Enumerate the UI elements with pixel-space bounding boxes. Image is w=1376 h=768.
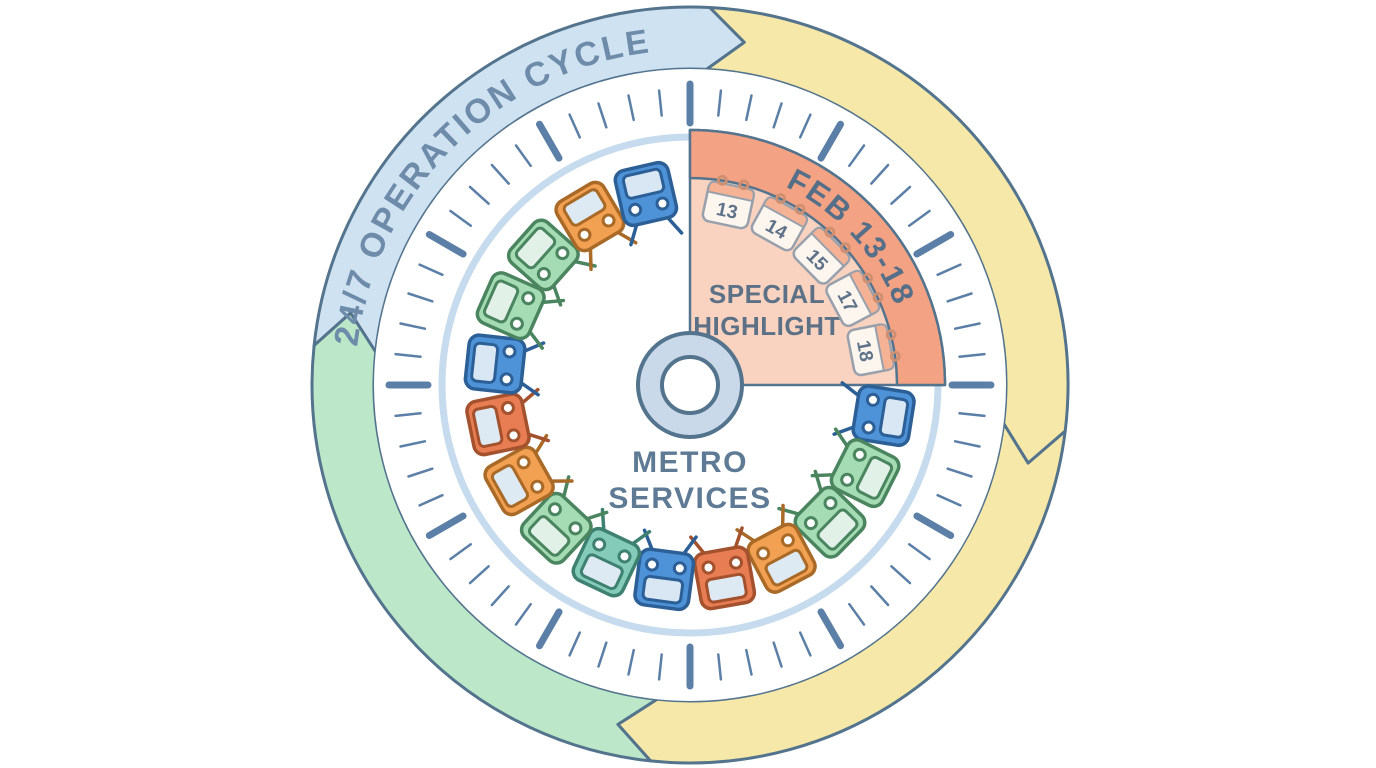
calendar-date: 18 (852, 339, 877, 364)
minor-tick (717, 653, 723, 681)
wedge-title-line1: SPECIAL (709, 279, 825, 309)
minor-tick (798, 631, 812, 657)
minor-tick (953, 322, 981, 330)
train-icon-green (777, 469, 867, 559)
train-icon-amber (483, 433, 574, 517)
major-tick (913, 512, 955, 539)
minor-tick (936, 493, 962, 507)
calendar-icon-15: 15 (792, 226, 851, 285)
train-icon-green (506, 218, 597, 307)
train-icon-amber (554, 180, 638, 272)
major-tick (536, 120, 563, 162)
pantograph-icon (629, 215, 684, 247)
minor-tick (568, 631, 582, 657)
major-tick (913, 231, 955, 258)
binder-ring-icon (872, 292, 884, 303)
minor-tick (870, 585, 890, 607)
minor-tick (568, 113, 582, 139)
calendar-icon-18: 18 (846, 323, 901, 377)
train-icon-red (465, 387, 551, 457)
minor-tick (394, 412, 422, 418)
binder-ring-icon (885, 329, 897, 341)
major-tick (817, 608, 844, 650)
minor-tick (890, 565, 912, 585)
minor-tick (772, 641, 783, 668)
train-icon-green (810, 427, 901, 509)
calendar-icon-17: 17 (825, 269, 884, 328)
train-icon-red (689, 526, 757, 611)
train-icon-green (519, 475, 609, 565)
center-label-line2: SERVICES (608, 482, 771, 515)
minor-tick (946, 292, 973, 303)
binder-ring-icon (716, 174, 728, 186)
minor-tick (745, 94, 753, 122)
minor-tick (848, 144, 866, 168)
minor-tick (958, 352, 986, 358)
center-hub (636, 331, 744, 439)
minor-tick (627, 94, 635, 122)
train-icon-teal (571, 507, 652, 598)
minor-tick (468, 565, 490, 585)
minor-tick (657, 653, 663, 681)
minor-tick (514, 144, 532, 168)
train-icon-amber (735, 503, 817, 594)
minor-tick (399, 440, 427, 448)
minor-tick (870, 163, 890, 185)
train-icon-blue (613, 160, 684, 247)
minor-tick (772, 102, 783, 129)
minor-tick (597, 641, 608, 668)
minor-tick (958, 412, 986, 418)
tick-marks (385, 80, 995, 690)
minor-tick (449, 543, 473, 561)
binder-ring-icon (889, 350, 901, 362)
minor-tick (394, 352, 422, 358)
major-tick (425, 231, 467, 258)
minor-tick (798, 113, 812, 139)
binder-ring-icon (738, 179, 750, 191)
minor-tick (418, 263, 444, 277)
major-tick (817, 120, 844, 162)
minor-tick (717, 89, 723, 117)
wedge-title-line2: HIGHLIGHT (693, 311, 841, 341)
calendar-icon-13: 13 (701, 174, 755, 230)
minor-tick (627, 648, 635, 676)
minor-tick (657, 89, 663, 117)
minor-tick (514, 602, 532, 626)
major-tick (425, 512, 467, 539)
wedge-date-band (688, 128, 947, 387)
minor-tick (597, 102, 608, 129)
minor-tick (399, 322, 427, 330)
minor-tick (953, 440, 981, 448)
hub-center (660, 355, 720, 415)
center-label-line1: METRO (632, 446, 748, 479)
minor-tick (745, 648, 753, 676)
minor-tick (407, 292, 434, 303)
train-icons (463, 160, 916, 612)
minor-tick (907, 543, 931, 561)
binder-ring-icon (824, 226, 836, 238)
minor-tick (946, 467, 973, 478)
minor-tick (890, 185, 912, 205)
minor-tick (449, 209, 473, 227)
calendar-icon-14: 14 (750, 193, 809, 252)
minor-tick (907, 209, 931, 227)
binder-ring-icon (839, 242, 851, 254)
minor-tick (407, 467, 434, 478)
minor-tick (936, 263, 962, 277)
minor-tick (848, 602, 866, 626)
minor-tick (468, 185, 490, 205)
train-icon-blue (463, 333, 546, 397)
minor-tick (490, 585, 510, 607)
major-tick (536, 608, 563, 650)
binder-ring-icon (775, 193, 787, 204)
calendar-date: 13 (714, 199, 739, 224)
binder-ring-icon (794, 203, 806, 215)
train-icon-blue (832, 381, 916, 448)
binder-ring-icon (862, 272, 874, 284)
minor-tick (490, 163, 510, 185)
minor-tick (418, 493, 444, 507)
train-icon-blue (633, 528, 698, 612)
